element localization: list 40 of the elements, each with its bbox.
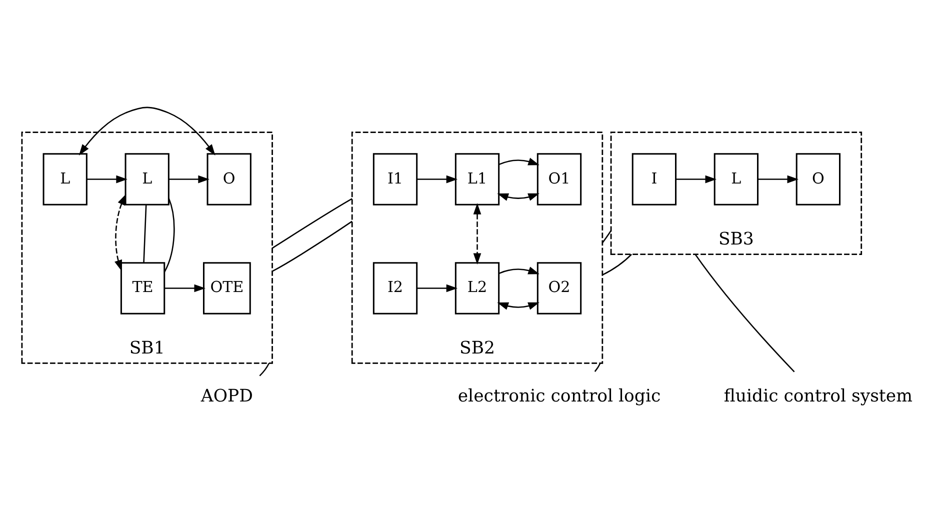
node-box: O1 [536, 153, 582, 206]
node-text: AOPD [200, 386, 252, 406]
arrow [114, 194, 126, 272]
node-box: TE [120, 262, 165, 314]
node-box: O2 [536, 262, 582, 314]
node-box: L [713, 153, 758, 206]
arrow [472, 203, 481, 264]
node-box: O [206, 153, 251, 206]
node-text: electronic control logic [457, 386, 660, 406]
connector [271, 198, 352, 249]
arrow [416, 175, 458, 184]
connector [694, 254, 794, 372]
connector [594, 362, 600, 372]
connector [602, 254, 632, 276]
node-box: L1 [454, 153, 500, 206]
node-text: fluidic control system [723, 386, 912, 406]
arrow [757, 175, 798, 184]
connector [271, 220, 352, 272]
arrow [164, 284, 205, 292]
node-box: I2 [372, 262, 418, 314]
node-box: L2 [454, 262, 500, 314]
arrow [498, 266, 539, 274]
node-box: OTE [202, 262, 250, 314]
node-box: I1 [372, 153, 418, 206]
connector [258, 362, 270, 376]
node-box: L [42, 153, 87, 206]
arrow [675, 175, 716, 184]
arrow [498, 158, 539, 166]
connector [163, 198, 174, 272]
arrow [496, 193, 539, 201]
node-box: L [124, 153, 169, 206]
arrow [496, 302, 539, 310]
node-box: O [795, 153, 840, 206]
node-box: I [631, 153, 676, 206]
arrow [416, 284, 458, 292]
arrow [78, 106, 215, 156]
arrow [86, 175, 127, 184]
connector [601, 230, 612, 244]
arrow [168, 175, 209, 184]
connector [142, 205, 146, 263]
